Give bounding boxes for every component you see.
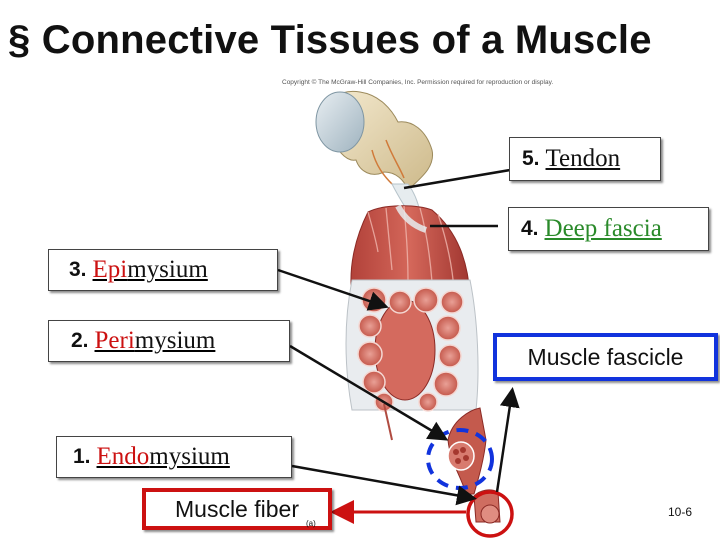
epimysium-number: 3. <box>69 258 87 281</box>
figure-label: (a) <box>306 519 316 528</box>
endomysium-label-box: 1. Endomysium <box>56 436 292 478</box>
copyright-notice: Copyright © The McGraw-Hill Companies, I… <box>282 79 554 86</box>
epimysium-suffix: mysium <box>127 256 208 283</box>
muscle-belly <box>350 204 471 297</box>
muscle-fiber-label: Muscle fiber <box>175 495 299 522</box>
page-number: 10-6 <box>668 505 693 519</box>
perimysium-arrow <box>289 344 449 441</box>
endomysium-number: 1. <box>73 445 91 468</box>
epimysium-label-box: 3. Epimysium <box>48 249 278 291</box>
endomysium-label: Endomysium <box>97 443 230 471</box>
perimysium-suffix: mysium <box>134 327 216 354</box>
tendon-pointer-line <box>403 168 511 190</box>
fascicle-arrow <box>495 387 520 493</box>
page-title: § Connective Tissues of a Muscle <box>8 18 652 62</box>
deep-fascia-label-box: 4. Deep fascia <box>508 207 709 251</box>
endomysium-arrow <box>291 464 477 506</box>
deep-fascia-label: Deep fascia <box>544 215 662 242</box>
epimysium-prefix: Epi <box>92 256 128 283</box>
muscle-cross-section <box>345 279 479 441</box>
perimysium-prefix: Peri <box>94 327 135 354</box>
muscle-fiber-label-box: Muscle fiber <box>142 488 332 530</box>
tendon-label: Tendon <box>545 145 621 172</box>
deep-fascia-number: 4. <box>521 217 539 240</box>
bone <box>315 90 434 191</box>
muscle-fascicle-label: Muscle fascicle <box>527 343 684 370</box>
perimysium-label-box: 2. Perimysium <box>48 320 290 362</box>
perimysium-number: 2. <box>71 329 89 352</box>
tendon-number: 5. <box>522 147 540 170</box>
muscle-fiber-piece <box>473 489 501 524</box>
endomysium-suffix: mysium <box>149 443 230 470</box>
endomysium-prefix: Endo <box>96 443 150 470</box>
tendon-label-box: 5. Tendon <box>509 137 661 181</box>
muscle-fascicle-label-box: Muscle fascicle <box>493 333 718 381</box>
epimysium-label: Epimysium <box>93 256 208 284</box>
perimysium-label: Perimysium <box>95 327 216 355</box>
fiber-highlight-circle <box>466 490 514 538</box>
epimysium-arrow <box>277 268 389 311</box>
